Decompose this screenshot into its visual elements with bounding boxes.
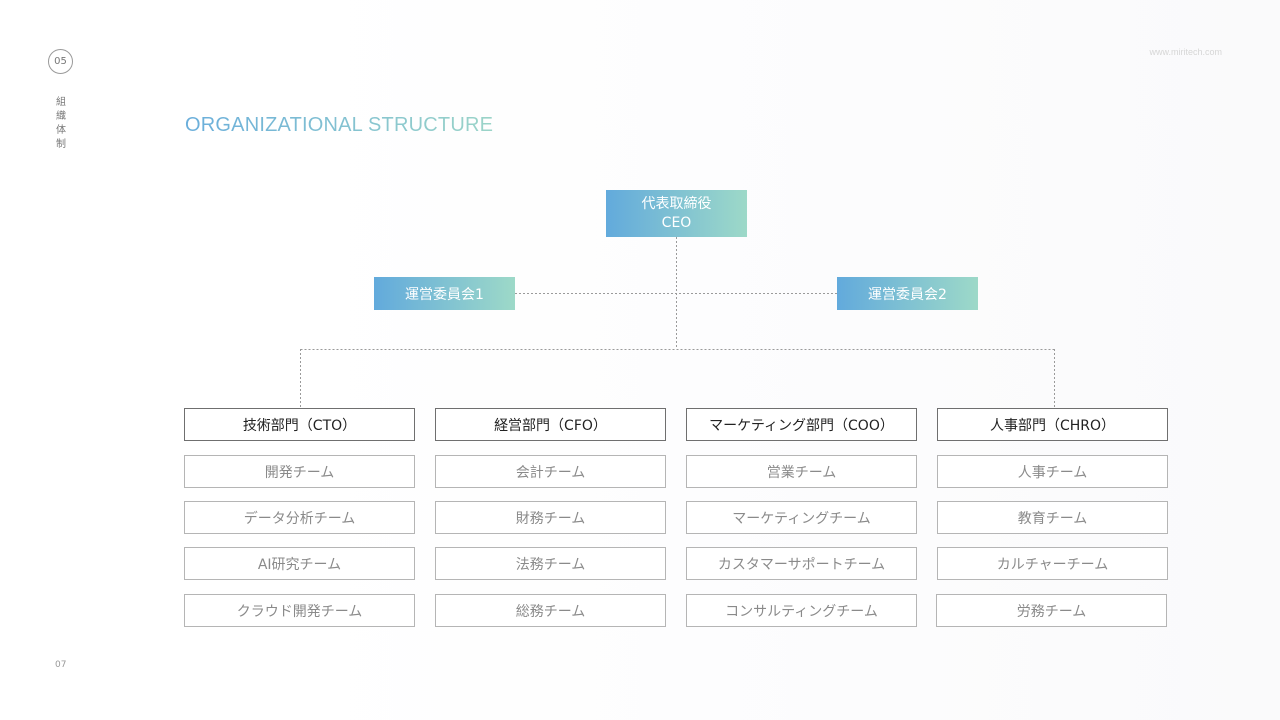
department-box-cto: 技術部門（CTO） [184, 408, 415, 441]
section-side-label: 組織体制 [56, 97, 66, 150]
team-box: データ分析チーム [184, 501, 415, 534]
team-box: AI研究チーム [184, 547, 415, 580]
team-box: マーケティングチーム [686, 501, 917, 534]
team-box: 営業チーム [686, 455, 917, 488]
team-box: カルチャーチーム [937, 547, 1168, 580]
team-box: 法務チーム [435, 547, 666, 580]
committee-label: 運営委員会2 [868, 286, 947, 303]
department-box-chro: 人事部門（CHRO） [937, 408, 1168, 441]
ceo-title-en: CEO [661, 214, 692, 231]
department-box-coo: マーケティング部門（COO） [686, 408, 917, 441]
ceo-title-ja: 代表取締役 [641, 195, 712, 212]
ceo-box: 代表取締役 CEO [606, 190, 747, 237]
department-box-cfo: 経営部門（CFO） [435, 408, 666, 441]
section-number-badge: 05 [48, 49, 73, 74]
team-box: 財務チーム [435, 501, 666, 534]
team-box: 人事チーム [937, 455, 1168, 488]
team-box: コンサルティングチーム [686, 594, 917, 627]
team-box: 労務チーム [936, 594, 1167, 627]
team-box: 総務チーム [435, 594, 666, 627]
committee-box-2: 運営委員会2 [837, 277, 978, 310]
committee-label: 運営委員会1 [405, 286, 484, 303]
team-box: クラウド開発チーム [184, 594, 415, 627]
team-box: カスタマーサポートチーム [686, 547, 917, 580]
website-url: www.miritech.com [1149, 47, 1222, 57]
footer-page-number: 07 [55, 660, 67, 670]
committee-box-1: 運営委員会1 [374, 277, 515, 310]
team-box: 教育チーム [937, 501, 1168, 534]
page-title: ORGANIZATIONAL STRUCTURE [185, 114, 494, 136]
team-box: 開発チーム [184, 455, 415, 488]
team-box: 会計チーム [435, 455, 666, 488]
